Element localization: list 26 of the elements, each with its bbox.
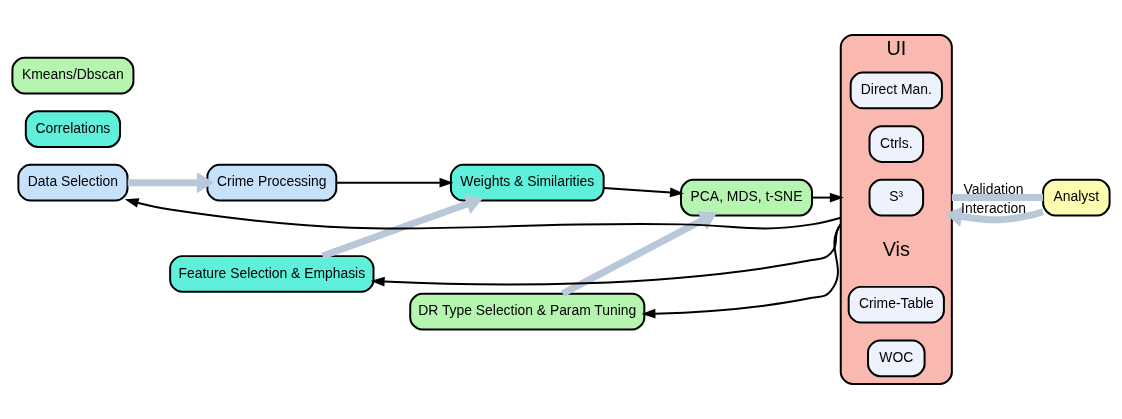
connector <box>951 194 1044 202</box>
edge-label: Validation <box>963 180 1024 197</box>
node-box: Crime Processing <box>206 163 338 202</box>
node-box: Weights & Similarities <box>449 163 605 202</box>
arrow <box>124 198 842 230</box>
node-box: WOC <box>867 339 926 378</box>
node-box: Crime-Table <box>847 285 945 324</box>
node-box: Analyst <box>1042 178 1111 217</box>
arrow <box>127 172 214 194</box>
node-box: DR Type Selection & Param Tuning <box>409 292 646 331</box>
edge-label: Interaction <box>961 199 1026 216</box>
arrow <box>945 206 1045 227</box>
node-box: Correlations <box>24 110 122 148</box>
arrow <box>335 177 454 188</box>
arrow <box>641 223 842 319</box>
node-box: Direct Man. <box>849 71 943 110</box>
arrow <box>811 192 844 203</box>
node-box: Data Selection <box>17 163 129 202</box>
node-box: Ctrls. <box>868 125 925 163</box>
node-box: S³ <box>868 178 925 217</box>
arrow <box>321 194 483 260</box>
node-box: Kmeans/Dbscan <box>11 56 135 95</box>
node-box: PCA, MDS, t-SNE <box>680 178 813 217</box>
node-box: Feature Selection & Emphasis <box>169 255 375 293</box>
arrow <box>602 186 684 198</box>
arrow <box>561 211 718 297</box>
